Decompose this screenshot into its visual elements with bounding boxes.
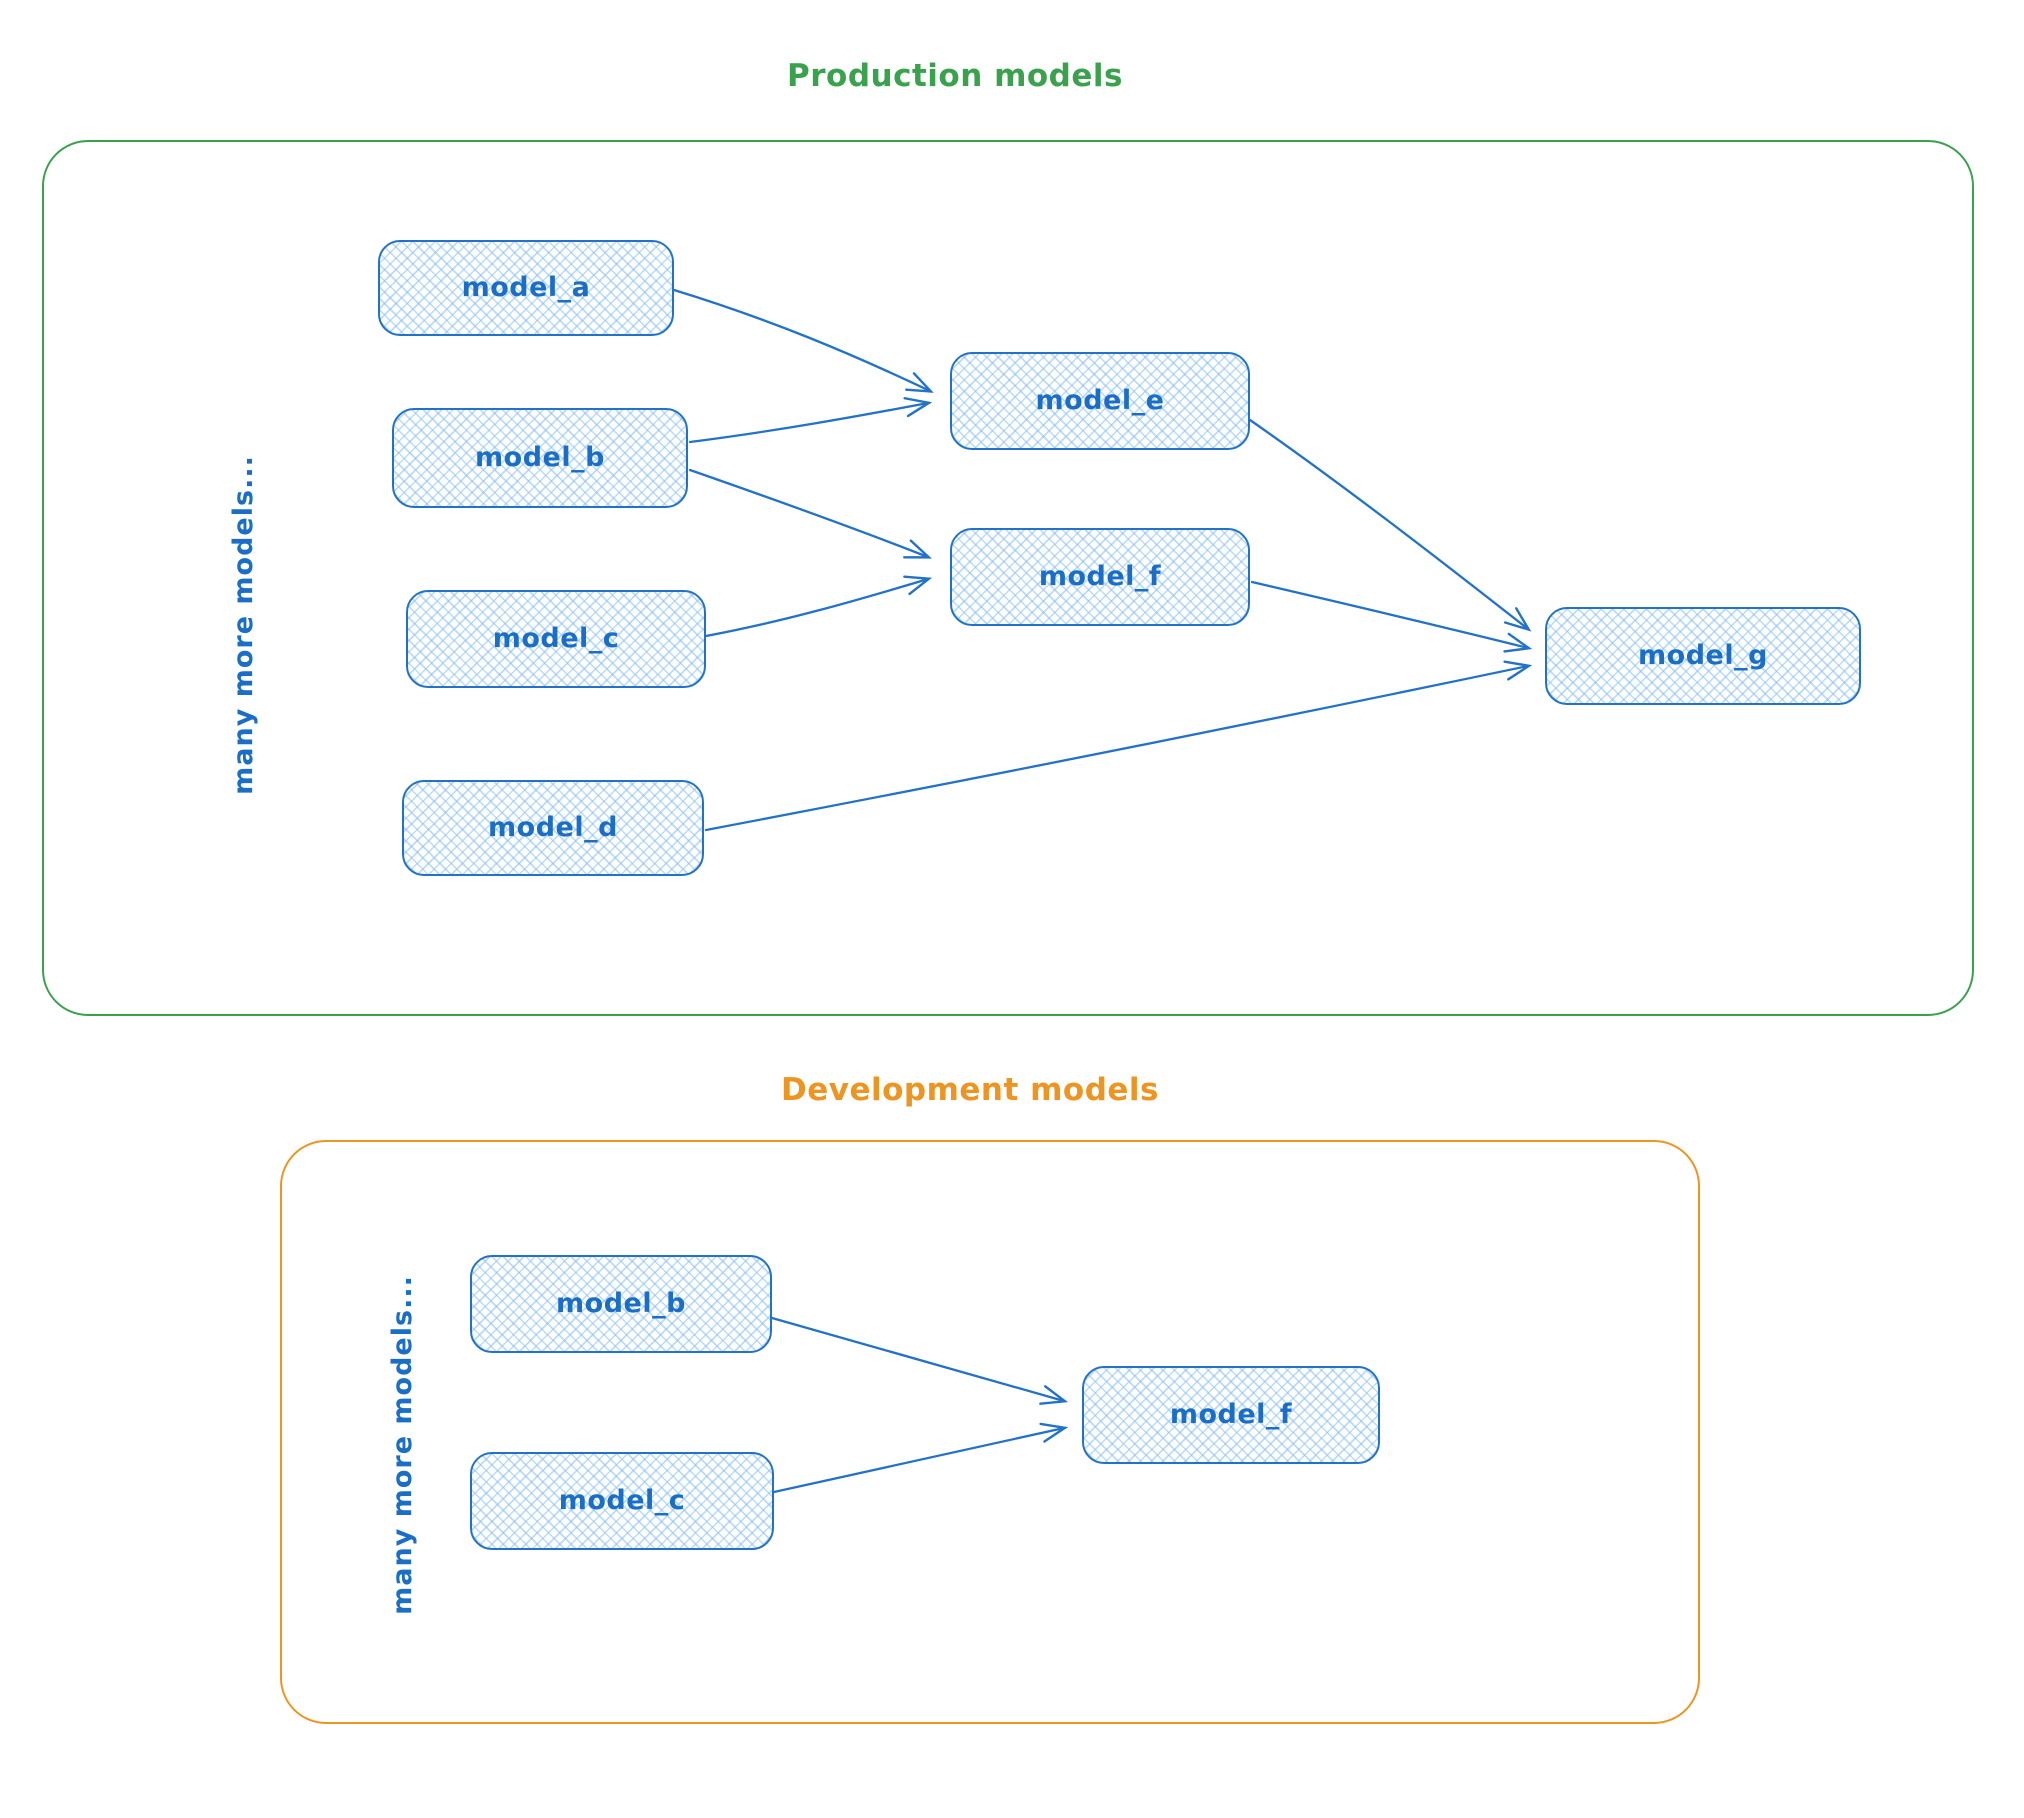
node-dev-model-c: model_c: [470, 1452, 774, 1550]
node-dev-model-f: model_f: [1082, 1366, 1380, 1464]
production-title: Production models: [787, 58, 1123, 94]
node-model-c: model_c: [406, 590, 706, 688]
node-dev-model-b: model_b: [470, 1255, 772, 1353]
development-title: Development models: [780, 1072, 1159, 1108]
production-frame: [42, 140, 1974, 1016]
production-side-label: many more models...: [227, 455, 259, 795]
node-model-g: model_g: [1545, 607, 1861, 705]
node-model-a: model_a: [378, 240, 674, 336]
node-model-b: model_b: [392, 408, 688, 508]
node-model-d: model_d: [402, 780, 704, 876]
node-model-f: model_f: [950, 528, 1250, 626]
development-frame: [280, 1140, 1700, 1724]
development-side-label: many more models...: [386, 1275, 418, 1615]
node-model-e: model_e: [950, 352, 1250, 450]
